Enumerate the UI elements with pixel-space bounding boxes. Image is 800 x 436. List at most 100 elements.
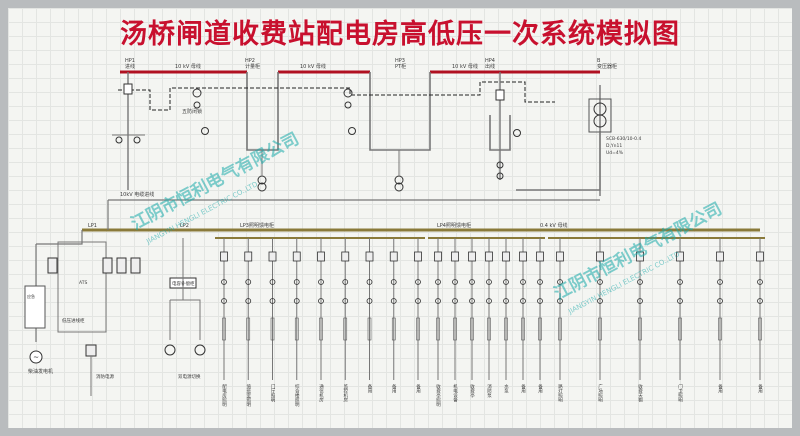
feeder-3-3-meter bbox=[637, 298, 643, 304]
gen-feed bbox=[36, 230, 83, 245]
lp1-fire-label: 消防电源 bbox=[96, 373, 114, 380]
feeder-3-5-ct bbox=[717, 279, 723, 285]
lv-bus-label: 0.4 kV 母线 bbox=[540, 222, 567, 229]
feeder-1-8-breaker bbox=[389, 251, 398, 262]
hv-loop-1 bbox=[246, 72, 279, 151]
cap-branch bbox=[170, 299, 201, 340]
feeder-group: 配电房照明值班室照明门厅照明综合楼照明通信机房监控机房备用备用备用收费亭照明机电… bbox=[220, 238, 764, 408]
capacitor-icon-1 bbox=[164, 344, 176, 356]
feeder-1-7-label: 备用 bbox=[367, 383, 372, 395]
feeder-2-7-breaker bbox=[536, 251, 544, 262]
feeder-1-2-meter bbox=[245, 298, 252, 304]
feeder-3-1-meter bbox=[557, 298, 563, 304]
hp1-ct-a bbox=[115, 136, 123, 144]
hv-interlock-label: 五防闭锁 bbox=[182, 108, 202, 115]
lv-section: LP1 LP2 LP3照明馈电柜 LP4照明馈电柜 0.4 kV 母线 ~ 柴油… bbox=[24, 132, 765, 396]
feeder-1-6-label: 监控机房 bbox=[343, 383, 348, 404]
hv-cab-hp3-name: PT柜 bbox=[395, 63, 406, 70]
feeder-3-6-breaker bbox=[756, 251, 764, 262]
hp2-meter-1 bbox=[192, 88, 202, 98]
feeder-1-6-meter bbox=[342, 298, 349, 304]
feeder-2-7-meter bbox=[537, 298, 543, 304]
diagram-title: 汤桥闸道收费站配电房高低压一次系统模拟图 bbox=[120, 19, 680, 50]
feeder-3-6-meter bbox=[757, 298, 763, 304]
feeder-1-8-switch bbox=[391, 317, 396, 341]
feeder-2-3-ct bbox=[469, 279, 475, 285]
hv-cab-b-name: 变压器柜 bbox=[597, 63, 617, 70]
feeder-1-9-meter bbox=[415, 298, 421, 304]
hv-cab-hp4-name: 出线 bbox=[485, 63, 495, 70]
feeder-2-4-ct bbox=[486, 279, 492, 285]
hp1-ct-b bbox=[133, 136, 141, 144]
feeder-3-5-label: 备用 bbox=[718, 383, 723, 395]
tx-secondary bbox=[593, 114, 607, 128]
feeder-3-1-ct bbox=[557, 279, 563, 285]
lv-panel-lp4: LP4照明馈电柜 bbox=[437, 222, 471, 229]
feeder-3-1-breaker bbox=[556, 251, 564, 262]
feeder-3-4-breaker bbox=[676, 251, 684, 262]
feeder-3-3-label: 收费天棚 bbox=[638, 383, 643, 404]
feeder-3-2-label: 广场照明 bbox=[598, 383, 603, 404]
hp1-breaker bbox=[123, 83, 133, 95]
hp1-cable-label: 10kV 电缆进线 bbox=[120, 191, 154, 198]
hp2-ammeter bbox=[201, 127, 209, 135]
feeder-1-9-ct bbox=[415, 279, 421, 285]
feeder-1-3-meter bbox=[269, 298, 276, 304]
feeder-1-6-ct bbox=[342, 279, 349, 285]
lv-panel-lp3: LP3照明馈电柜 bbox=[240, 222, 274, 229]
feeder-1-6-switch bbox=[343, 317, 348, 341]
feeder-1-3-breaker bbox=[268, 251, 277, 262]
feeder-3-5-switch bbox=[718, 317, 722, 341]
feeder-3-6-label: 备用 bbox=[758, 383, 763, 395]
hv-cab-hp1: HP1 bbox=[125, 58, 135, 64]
hp3-meter-2 bbox=[344, 101, 352, 109]
feeder-1-1-ct bbox=[221, 279, 227, 285]
feeder-1-6-breaker bbox=[341, 251, 350, 262]
lp1-bottom-breaker bbox=[85, 344, 97, 357]
feeder-3-4-label: 门卫照明 bbox=[678, 383, 683, 404]
feeder-2-1-breaker bbox=[434, 251, 442, 262]
feeder-1-7-breaker bbox=[365, 251, 374, 262]
hv-bus-label-2: 10 kV 母线 bbox=[300, 63, 326, 70]
feeder-3-2-breaker bbox=[596, 251, 604, 262]
feeder-2-4-meter bbox=[486, 298, 492, 304]
feeder-1-9-breaker bbox=[414, 251, 422, 262]
feeder-2-2-ct bbox=[452, 279, 458, 285]
feeder-3-6-switch bbox=[758, 317, 762, 341]
generator-label: 柴油发电机 bbox=[28, 368, 53, 375]
feeder-1-3-switch bbox=[270, 317, 275, 341]
feeder-1-7-switch bbox=[367, 317, 372, 341]
transfer-label: 双电源切换 bbox=[178, 373, 201, 380]
feeder-3-4-meter bbox=[677, 298, 683, 304]
tx-spec-2: D,Yn11 bbox=[606, 143, 622, 149]
watermark-cn-1: 江阴市恒利电气有限公司 bbox=[127, 128, 302, 234]
feeder-2-7-ct bbox=[537, 279, 543, 285]
feeder-2-2-meter bbox=[452, 298, 458, 304]
feeder-1-5-ct bbox=[318, 279, 324, 285]
hv-cab-hp1-name: 进线 bbox=[125, 63, 135, 70]
pt-1b-icon bbox=[257, 182, 267, 192]
feeder-1-4-switch bbox=[294, 317, 299, 341]
lp1-label: 低压进线柜 bbox=[62, 317, 85, 324]
ats-label: ATS bbox=[79, 280, 87, 286]
hp3-meter-1 bbox=[343, 88, 353, 98]
feeder-2-2-switch bbox=[453, 317, 457, 341]
generator-glyph: ~ bbox=[33, 354, 39, 362]
feeder-1-4-breaker bbox=[292, 251, 301, 262]
generator-icon bbox=[29, 350, 43, 364]
watermark-cn-2: 江阴市恒利电气有限公司 bbox=[550, 198, 725, 304]
feeder-1-1-switch bbox=[222, 317, 226, 341]
feeder-1-5-label: 通信机房 bbox=[319, 383, 324, 404]
feeder-1-1-label: 配电房照明 bbox=[222, 384, 227, 408]
feeder-2-5-breaker bbox=[502, 251, 510, 262]
hp4-ct-a bbox=[496, 161, 504, 169]
feeder-2-3-breaker bbox=[468, 251, 476, 262]
hp3-ammeter bbox=[348, 127, 356, 135]
mimic-board bbox=[8, 8, 792, 428]
hv-cab-hp3: HP3 bbox=[395, 58, 405, 64]
gen-source-label: 应急 bbox=[27, 293, 35, 299]
feeder-1-2-breaker bbox=[244, 251, 253, 262]
hp4-breaker bbox=[495, 89, 505, 101]
feeder-3-3-ct bbox=[637, 279, 643, 285]
feeder-2-2-breaker bbox=[451, 251, 459, 262]
